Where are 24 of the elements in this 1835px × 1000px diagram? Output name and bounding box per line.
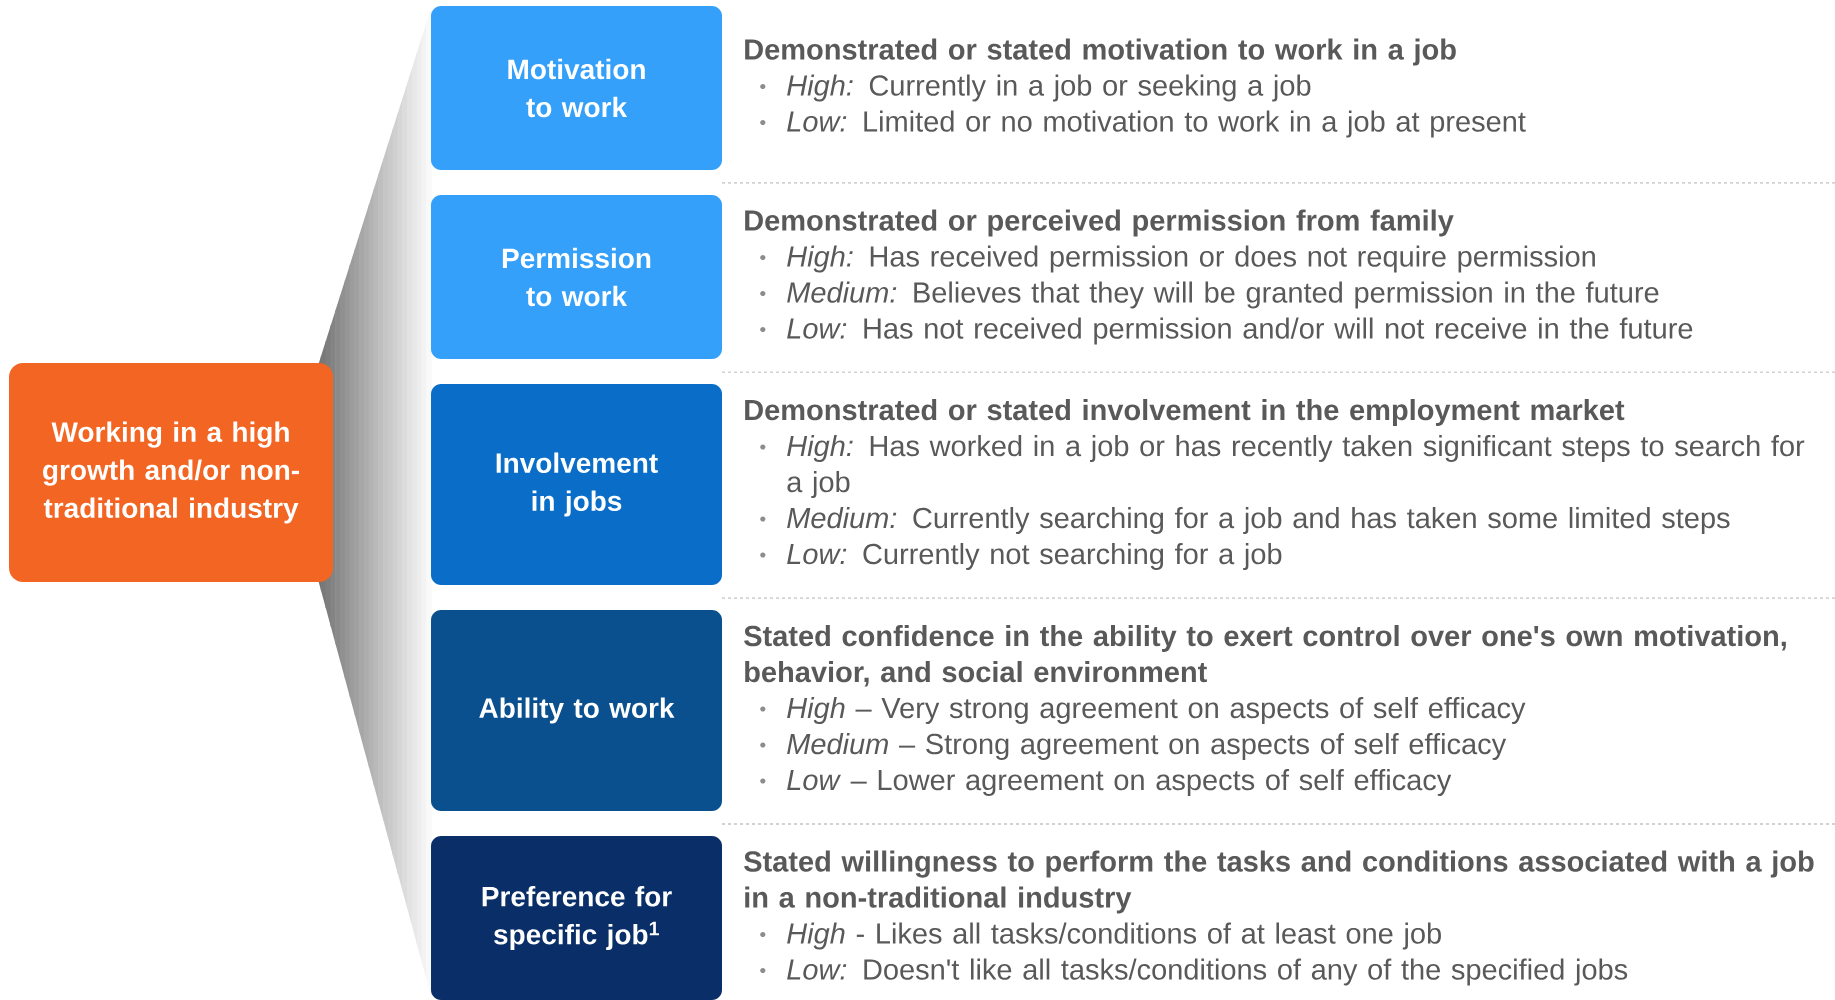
description-heading: Demonstrated or stated involvement in the employment market bbox=[745, 399, 1625, 426]
bullet-item: Low: Doesn't like all tasks/conditions of any of the specified jobs bbox=[760, 958, 1628, 986]
bullet-item: Low: Has not received permission and/or will not receive in the future bbox=[760, 317, 1693, 345]
category-box: Ability to work bbox=[431, 610, 722, 811]
bullet-item: Low: Currently not searching for a job bbox=[760, 543, 1282, 570]
bullet-item: Low – Lower agreement on aspects of self efficacy bbox=[760, 769, 1452, 796]
bullet-item: High: Has worked in a job or has recently taken significant steps to search for a job bbox=[760, 435, 1805, 498]
bullet-item: High – Very strong agreement on aspects of self efficacy bbox=[760, 697, 1526, 724]
description-heading: Stated willingness to perform the tasks and conditions associated with a job in a non-traditional industry bbox=[744, 850, 1814, 914]
bullet-item: Medium: Currently searching for a job and has taken some limited steps bbox=[760, 507, 1730, 534]
bullet-item: Medium – Strong agreement on aspects of self efficacy bbox=[760, 733, 1507, 760]
category-box: Involvement in jobs bbox=[431, 384, 722, 585]
description-heading: Demonstrated or perceived permission from family bbox=[745, 209, 1454, 237]
description-heading: Demonstrated or stated motivation to work in a job bbox=[745, 38, 1456, 66]
category-box: Preference for specific job$^{1}$ bbox=[431, 836, 722, 1000]
bullet-item: Medium: Believes that they will be granted permission in the future bbox=[760, 281, 1659, 309]
bullet-item: High: Has received permission or does not require permission bbox=[760, 245, 1595, 273]
bullet-item: High - Likes all tasks/conditions of at least one job bbox=[760, 922, 1441, 950]
category-box: Motivation to work bbox=[431, 6, 722, 170]
bullet-item: High: Currently in a job or seeking a job bbox=[760, 74, 1311, 102]
description-heading: Stated confidence in the ability to exert control over one's own motivation, behavior, and social environment bbox=[744, 625, 1786, 687]
bullet-item: Low: Limited or no motivation to work in a job at present bbox=[760, 110, 1526, 138]
topic-box: Working in a high growth and/or non-traditional industry bbox=[9, 363, 333, 582]
category-box: Permission to work bbox=[431, 195, 722, 359]
